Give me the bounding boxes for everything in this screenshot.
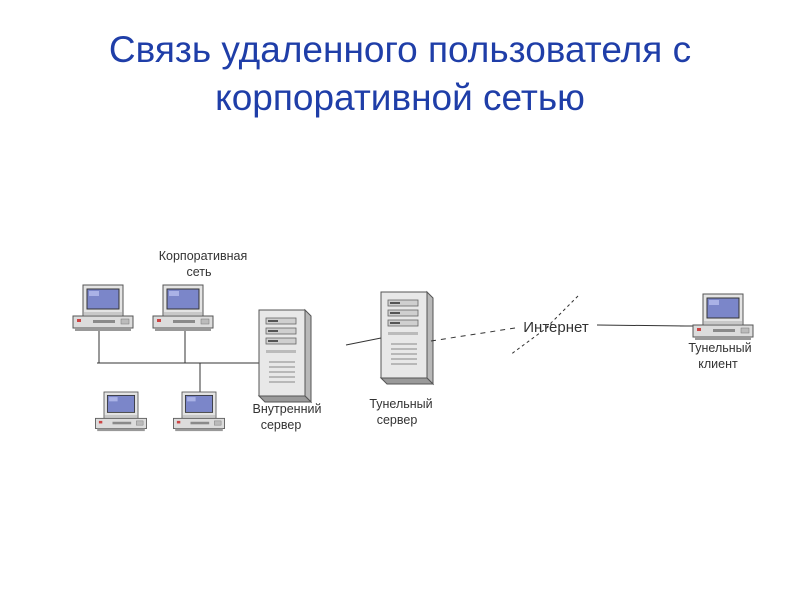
slide-title-line-1: Связь удаленного пользователя с (108, 29, 692, 70)
lan-bus (97, 329, 262, 392)
computer-icon (95, 391, 147, 432)
internet-link-left (430, 327, 516, 342)
server-link (345, 337, 382, 346)
tunnel-server-label: Тунельный (369, 397, 432, 411)
corporate-network-label: Корпоративная (159, 249, 248, 263)
internet-link (430, 295, 687, 356)
corporate-network-label-2: сеть (186, 265, 211, 279)
internet-link-right (596, 324, 687, 327)
tunnel-server-label-2: сервер (377, 413, 418, 427)
slide-title: Связь удаленного пользователя с корпорат… (40, 26, 760, 122)
internal-server-label-2: сервер (261, 418, 302, 432)
tunnel-client-label-2: клиент (698, 357, 738, 371)
internet-label: Интернет (523, 319, 589, 336)
tunnel-client-label: Тунельный (688, 341, 751, 355)
slide-title-line-2: корпоративной сетью (215, 77, 585, 118)
internal-server-icon (258, 309, 312, 403)
tunnel-client-computer-icon (692, 293, 754, 341)
computer-icon (173, 391, 225, 432)
internal-server-label: Внутренний (253, 402, 322, 416)
computer-icon (152, 284, 214, 332)
tunnel-server-icon (380, 291, 434, 385)
computer-icon (72, 284, 134, 332)
